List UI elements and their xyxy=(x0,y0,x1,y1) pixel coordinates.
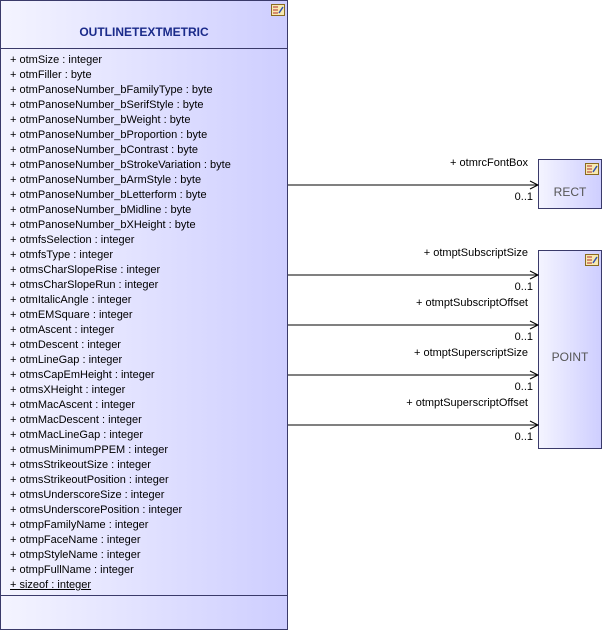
attribute-row[interactable]: + otmItalicAngle : integer xyxy=(10,294,132,306)
attribute-row[interactable]: + otmsStrikeoutSize : integer xyxy=(10,459,151,471)
attribute-row[interactable]: + otmpStyleName : integer xyxy=(10,549,141,561)
class-icon xyxy=(271,4,285,16)
attribute-row[interactable]: + otmPanoseNumber_bFamilyType : byte xyxy=(10,84,213,96)
attribute-row[interactable]: + otmEMSquare : integer xyxy=(10,309,133,321)
multiplicity-label: 0..1 xyxy=(514,281,533,293)
class-name: RECT xyxy=(553,185,587,199)
role-label-superscript-offset: + otmptSuperscriptOffset xyxy=(406,397,528,409)
attribute-row[interactable]: + otmLineGap : integer xyxy=(10,354,123,366)
attribute-row[interactable]: + otmPanoseNumber_bProportion : byte xyxy=(10,129,208,141)
attribute-row[interactable]: + otmPanoseNumber_bSerifStyle : byte xyxy=(10,99,204,111)
multiplicity-label: 0..1 xyxy=(514,191,533,203)
class-icon xyxy=(585,163,599,175)
attribute-row[interactable]: + otmMacAscent : integer xyxy=(10,399,136,411)
class-name: POINT xyxy=(551,350,589,364)
attribute-row[interactable]: + otmFiller : byte xyxy=(10,69,92,81)
attribute-row[interactable]: + otmsStrikeoutPosition : integer xyxy=(10,474,169,486)
multiplicity-label: 0..1 xyxy=(514,331,533,343)
multiplicity-label: 0..1 xyxy=(514,431,533,443)
attribute-row[interactable]: + otmusMinimumPPEM : integer xyxy=(10,444,169,456)
attribute-row[interactable]: + otmsCharSlopeRun : integer xyxy=(10,279,159,291)
attribute-row[interactable]: + otmfsSelection : integer xyxy=(10,234,135,246)
class-outlinetextmetric[interactable]: OUTLINETEXTMETRIC + otmSize : integer+ o… xyxy=(0,0,288,630)
attribute-row[interactable]: + otmsXHeight : integer xyxy=(10,384,126,396)
role-label-font-box: + otmrcFontBox xyxy=(450,157,528,169)
attribute-row[interactable]: + otmpFullName : integer xyxy=(10,564,134,576)
attribute-row[interactable]: + otmPanoseNumber_bStrokeVariation : byt… xyxy=(10,159,231,171)
attribute-row[interactable]: + otmsUnderscorePosition : integer xyxy=(10,504,183,516)
attribute-row[interactable]: + otmfsType : integer xyxy=(10,249,114,261)
attribute-row[interactable]: + otmPanoseNumber_bArmStyle : byte xyxy=(10,174,202,186)
role-label-superscript-size: + otmptSuperscriptSize xyxy=(413,347,528,359)
role-label-subscript-size: + otmptSubscriptSize xyxy=(423,247,528,259)
attribute-row[interactable]: + otmPanoseNumber_bContrast : byte xyxy=(10,144,199,156)
attribute-row[interactable]: + otmAscent : integer xyxy=(10,324,115,336)
attribute-row[interactable]: + otmsUnderscoreSize : integer xyxy=(10,489,165,501)
attribute-row[interactable]: + otmsCapEmHeight : integer xyxy=(10,369,155,381)
class-point[interactable]: POINT xyxy=(538,250,602,449)
attribute-row[interactable]: + sizeof : integer xyxy=(10,579,92,591)
attribute-compartment: + otmSize : integer + otmFiller : byte + o… xyxy=(1,49,287,596)
role-label-subscript-offset: + otmptSubscriptOffset xyxy=(416,297,528,309)
attribute-row[interactable]: + otmMacLineGap : integer xyxy=(10,429,143,441)
class-icon xyxy=(585,254,599,266)
attribute-row[interactable]: + otmPanoseNumber_bXHeight : byte xyxy=(10,219,196,231)
attribute-row[interactable]: + otmDescent : integer xyxy=(10,339,121,351)
class-rect[interactable]: RECT xyxy=(538,159,602,209)
attribute-row[interactable]: + otmPanoseNumber_bMidline : byte xyxy=(10,204,192,216)
class-name: OUTLINETEXTMETRIC xyxy=(79,25,209,39)
multiplicity-label: 0..1 xyxy=(514,381,533,393)
attribute-row[interactable]: + otmPanoseNumber_bWeight : byte xyxy=(10,114,191,126)
attribute-row[interactable]: + otmSize : integer xyxy=(10,54,103,66)
attribute-row[interactable]: + otmsCharSlopeRise : integer xyxy=(10,264,161,276)
attribute-row[interactable]: + otmMacDescent : integer xyxy=(10,414,142,426)
attribute-row[interactable]: + otmpFamilyName : integer xyxy=(10,519,149,531)
attribute-row[interactable]: + otmpFaceName : integer xyxy=(10,534,141,546)
attribute-row[interactable]: + otmPanoseNumber_bLetterform : byte xyxy=(10,189,207,201)
class-header: OUTLINETEXTMETRIC xyxy=(1,1,287,49)
